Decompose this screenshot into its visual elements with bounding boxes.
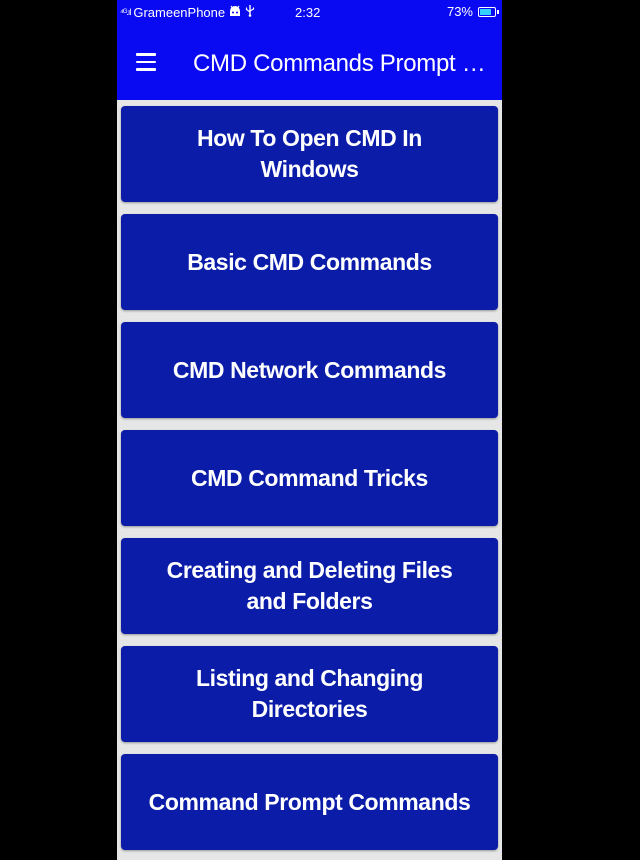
- status-left: ⁴ᴳ.ıl GrameenPhone: [120, 4, 255, 20]
- menu-item-open-cmd[interactable]: How To Open CMD In Windows: [121, 106, 498, 202]
- usb-icon: [245, 4, 255, 20]
- menu-item-network-commands[interactable]: CMD Network Commands: [121, 322, 498, 418]
- status-time: 2:32: [295, 5, 321, 20]
- menu-item-files-folders[interactable]: Creating and Deleting Files and Folders: [121, 538, 498, 634]
- battery-icon: [478, 6, 499, 17]
- menu-item-directories[interactable]: Listing and Changing Directories: [121, 646, 498, 742]
- battery-percent: 73%: [446, 4, 473, 19]
- menu-list: How To Open CMD In Windows Basic CMD Com…: [121, 106, 498, 860]
- carrier-name: GrameenPhone: [133, 4, 226, 20]
- menu-item-command-tricks[interactable]: CMD Command Tricks: [121, 430, 498, 526]
- signal-icon: ⁴ᴳ.ıl: [120, 7, 131, 17]
- app-bar: CMD Commands Prompt G...: [117, 26, 502, 100]
- menu-item-basic-commands[interactable]: Basic CMD Commands: [121, 214, 498, 310]
- android-icon: [228, 5, 242, 20]
- hamburger-menu-icon[interactable]: [136, 53, 156, 71]
- status-right: 73%: [446, 4, 499, 19]
- menu-item-prompt-commands[interactable]: Command Prompt Commands: [121, 754, 498, 850]
- phone-screen: ⁴ᴳ.ıl GrameenPhone 2:32 73% CMD Commands…: [117, 0, 502, 860]
- status-bar: ⁴ᴳ.ıl GrameenPhone 2:32 73%: [117, 0, 502, 26]
- app-title: CMD Commands Prompt G...: [193, 50, 493, 77]
